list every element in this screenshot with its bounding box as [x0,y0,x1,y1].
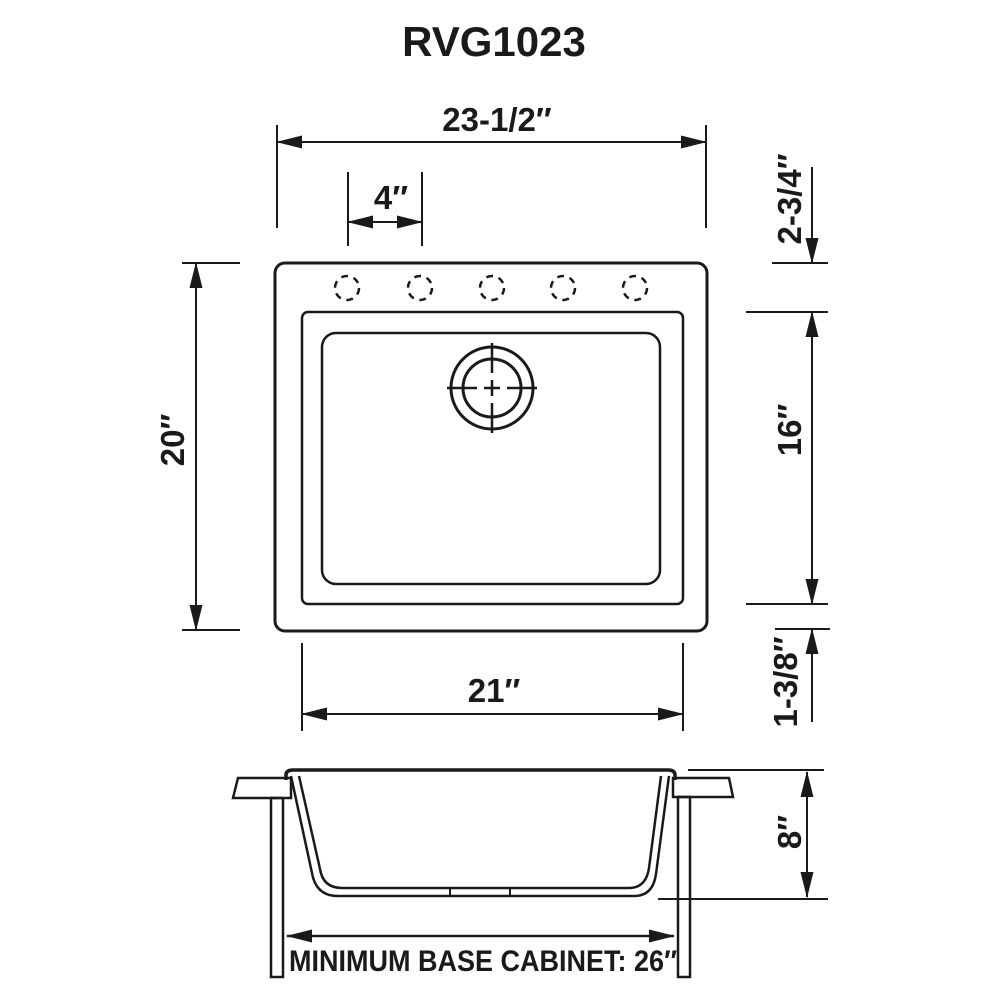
faucet-hole [549,274,577,302]
dim-label-bowl-depth-fb: 16″ [771,404,808,457]
dim-label-bowl-width: 21″ [468,672,521,709]
faucet-hole [406,274,434,302]
faucet-hole [478,274,506,302]
dim-hole-spacing: 4″ [347,172,423,246]
bowl-outer-edge [300,310,685,606]
dim-label-overall-width: 23-1/2″ [442,101,552,138]
dim-overall-width: 23-1/2″ [276,101,707,228]
dim-label-overall-depth: 20″ [154,414,191,467]
countertop-left [231,776,293,800]
dim-label-hole-spacing: 4″ [374,179,408,216]
bowl-inner-wall [297,775,663,890]
dim-label-bowl-height: 8″ [771,815,808,849]
faucet-hole [621,274,649,302]
model-title: RVG1023 [402,18,586,65]
sink-outer-rim [273,261,709,633]
side-view-drawing [231,768,735,979]
dim-base-cabinet: MINIMUM BASE CABINET: 26″ [286,929,677,978]
countertop-right [671,776,735,799]
cabinet-wall-left [269,796,285,979]
dim-bowl-height: 8″ [658,769,828,900]
cabinet-wall-right [676,795,692,979]
bowl-inner-edge [320,331,662,586]
faucet-hole [333,274,361,302]
bowl-outer-wall [289,775,671,898]
min-base-cabinet-note: MINIMUM BASE CABINET: 26″ [289,945,677,978]
top-view-drawing [273,261,709,633]
dim-right-chain: 2-3/4″ 16″ 1-3/8″ [746,153,830,728]
drain [447,343,537,433]
dim-bowl-width: 21″ [301,643,684,731]
faucet-holes [333,274,649,302]
dim-overall-depth: 20″ [154,262,240,631]
dim-label-rim-to-bowl: 2-3/4″ [771,153,808,244]
dim-label-bowl-to-edge: 1-3/8″ [767,636,804,727]
sink-rim-profile [284,768,677,780]
